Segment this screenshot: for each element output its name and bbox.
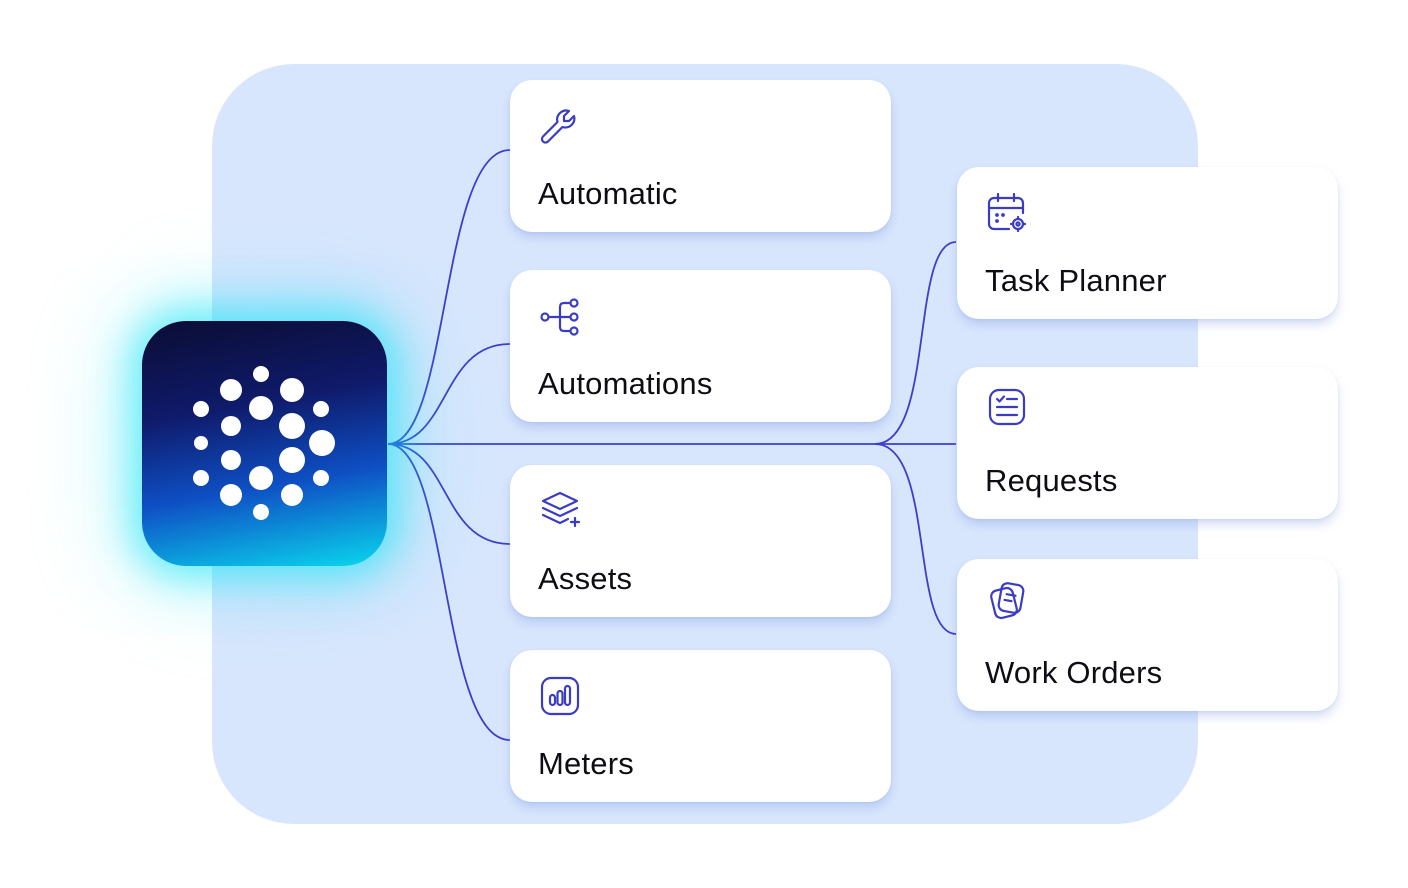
dotted-sunburst-logo-icon — [193, 366, 335, 520]
card-assets[interactable]: Assets — [510, 465, 891, 617]
card-automations[interactable]: Automations — [510, 270, 891, 422]
calendar-gear-icon — [985, 191, 1029, 235]
card-label: Task Planner — [985, 263, 1167, 298]
card-label: Meters — [538, 746, 634, 781]
connector-assets — [387, 443, 511, 545]
wrench-icon — [538, 104, 582, 148]
card-label: Assets — [538, 561, 633, 596]
card-label: Automations — [538, 366, 713, 401]
connector-work-orders — [874, 443, 957, 635]
connector-task-planner — [874, 241, 957, 445]
card-work-orders[interactable]: Work Orders — [957, 559, 1338, 711]
connector-meters — [387, 443, 511, 741]
card-label: Work Orders — [985, 655, 1163, 690]
bar-chart-icon — [538, 674, 582, 718]
documents-icon — [985, 579, 1029, 623]
connector-automatic — [387, 149, 511, 445]
card-label: Automatic — [538, 176, 678, 211]
card-meters[interactable]: Meters — [510, 650, 891, 802]
card-automatic[interactable]: Automatic — [510, 80, 891, 232]
hub-logo-tile — [142, 321, 387, 566]
stacked-layers-plus-icon — [538, 489, 582, 533]
card-requests[interactable]: Requests — [957, 367, 1338, 519]
flow-branch-icon — [538, 294, 582, 338]
card-label: Requests — [985, 463, 1118, 498]
checklist-icon — [985, 385, 1029, 429]
connector-automations — [387, 343, 511, 445]
card-task-planner[interactable]: Task Planner — [957, 167, 1338, 319]
